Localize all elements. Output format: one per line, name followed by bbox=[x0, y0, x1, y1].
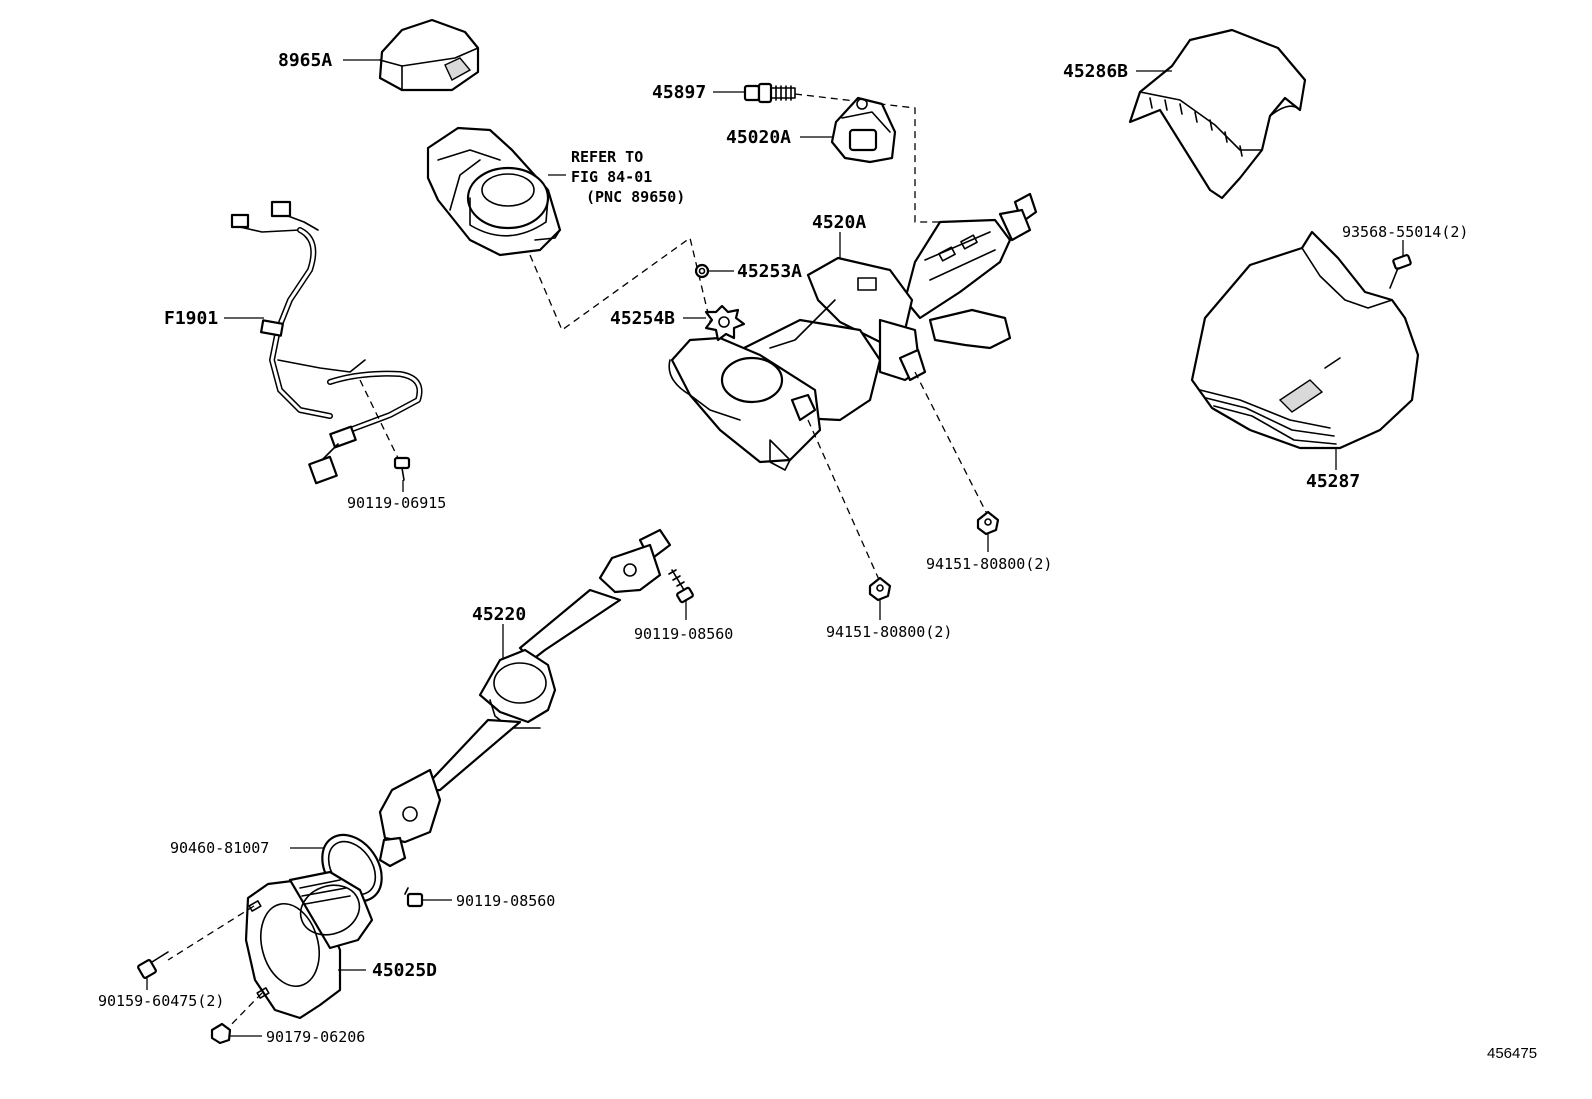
part-90119-08560-bolt-a bbox=[668, 569, 694, 604]
label-45897: 45897 bbox=[652, 82, 706, 103]
label-45220: 45220 bbox=[472, 604, 526, 625]
label-90460: 90460-81007 bbox=[170, 839, 269, 857]
dashed-column-nut-b bbox=[914, 371, 989, 517]
part-45287-lower-cover bbox=[1190, 230, 1420, 450]
label-90119-08560-a: 90119-08560 bbox=[634, 625, 733, 643]
label-45025d: 45025D bbox=[372, 960, 437, 981]
label-f1901: F1901 bbox=[164, 308, 218, 329]
part-f1901-wire-harness bbox=[230, 200, 423, 485]
label-45286b: 45286B bbox=[1063, 61, 1128, 82]
dashed-harness-bolt bbox=[359, 379, 399, 459]
part-45025d-hole-cover bbox=[244, 870, 374, 1020]
part-spiral-cable bbox=[426, 126, 562, 257]
part-90159-60475-bolt bbox=[137, 951, 169, 979]
part-45286b-upper-cover bbox=[1128, 28, 1307, 200]
part-90119-06915-bolt bbox=[393, 456, 411, 481]
label-93568: 93568-55014(2) bbox=[1342, 223, 1468, 241]
diagram-id: 456475 bbox=[1487, 1045, 1537, 1062]
part-45897-bolt bbox=[743, 82, 796, 104]
dashed-cover-bolt-a bbox=[167, 905, 255, 961]
label-90119-06915: 90119-06915 bbox=[347, 494, 446, 512]
label-45020a: 45020A bbox=[726, 127, 791, 148]
dashed-cover-bolt-b bbox=[225, 992, 263, 1031]
part-8965a-cover bbox=[378, 18, 480, 92]
part-45220-intermediate-shaft bbox=[378, 528, 672, 868]
part-45020a-lock bbox=[830, 96, 897, 164]
refer-note-line3: (PNC 89650) bbox=[586, 188, 685, 206]
dashed-column-nut-a bbox=[807, 419, 881, 583]
refer-note-line2: FIG 84-01 bbox=[571, 168, 652, 186]
label-94151-a: 94151-80800(2) bbox=[826, 623, 952, 641]
label-90179: 90179-06206 bbox=[266, 1028, 365, 1046]
label-45287: 45287 bbox=[1306, 471, 1360, 492]
label-90159: 90159-60475(2) bbox=[98, 992, 224, 1010]
label-94151-b: 94151-80800(2) bbox=[926, 555, 1052, 573]
part-94151-nut-a bbox=[868, 576, 892, 602]
part-90179-06206-nut bbox=[210, 1022, 232, 1045]
part-94151-nut-b bbox=[976, 510, 1000, 536]
part-45254b-star-washer bbox=[704, 304, 746, 342]
dashed-spiral-to-column bbox=[529, 236, 713, 332]
label-45254b: 45254B bbox=[610, 308, 675, 329]
part-4520a-steering-column bbox=[668, 192, 1038, 471]
label-45253a: 45253A bbox=[737, 261, 802, 282]
part-45253a-nut bbox=[694, 263, 710, 279]
refer-note-line1: REFER TO bbox=[571, 148, 643, 166]
part-93568-screw bbox=[1389, 254, 1412, 289]
label-8965a: 8965A bbox=[278, 50, 332, 71]
label-4520a: 4520A bbox=[812, 212, 866, 233]
part-90119-08560-bolt-b bbox=[404, 887, 424, 908]
label-90119-08560-b: 90119-08560 bbox=[456, 892, 555, 910]
